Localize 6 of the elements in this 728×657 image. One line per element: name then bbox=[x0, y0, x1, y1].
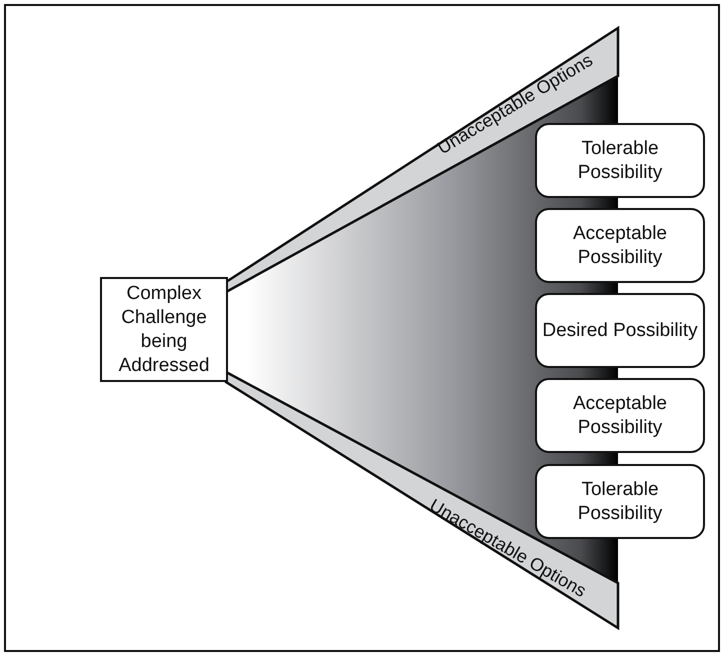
challenge-box: Complex Challenge being Addressed bbox=[100, 277, 228, 382]
possibility-box: Acceptable Possibility bbox=[535, 378, 705, 453]
possibility-box: Desired Possibility bbox=[535, 293, 705, 368]
possibility-box: Acceptable Possibility bbox=[535, 208, 705, 283]
possibility-box: Tolerable Possibility bbox=[535, 123, 705, 198]
possibility-box: Tolerable Possibility bbox=[535, 464, 705, 539]
